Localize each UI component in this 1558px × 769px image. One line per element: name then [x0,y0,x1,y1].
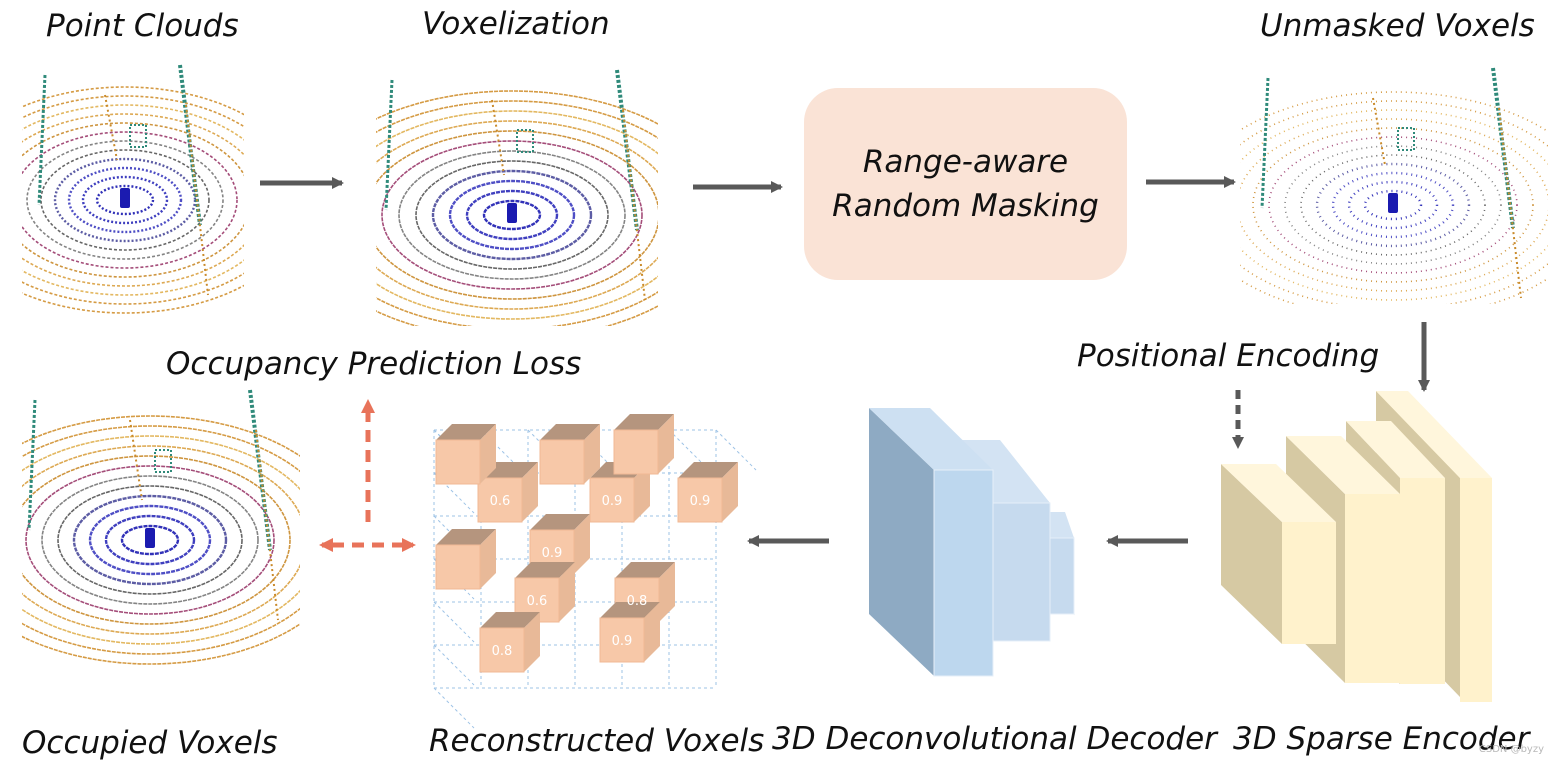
masking-label-line1: Range-aware [862,144,1069,180]
voxel-value: 0.8 [492,644,513,659]
voxel-value: 0.6 [527,594,548,609]
voxel-value: 0.9 [690,494,711,509]
voxel-value: 0.9 [542,546,563,561]
label-point-clouds: Point Clouds [46,8,239,44]
label-occupancy-loss: Occupancy Prediction Loss [166,346,582,382]
masking-box: Range-aware Random Masking [804,88,1127,280]
label-encoder: 3D Sparse Encoder [1233,721,1530,757]
voxelization-image [376,69,658,326]
point-cloud-image [22,64,244,314]
label-voxelization: Voxelization [422,6,610,42]
label-occupied-voxels: Occupied Voxels [22,725,278,761]
label-unmasked-voxels: Unmasked Voxels [1260,8,1535,44]
voxel-value: 0.9 [602,494,623,509]
label-decoder: 3D Deconvolutional Decoder [772,721,1217,757]
occupied-voxels-image [22,389,300,665]
unmasked-voxels-image [1240,67,1548,304]
label-reconstructed-voxels: Reconstructed Voxels [429,723,765,759]
voxel-value: 0.6 [490,494,511,509]
label-positional-encoding: Positional Encoding [1077,338,1380,374]
decoder-blocks [869,408,1075,677]
voxel-value: 0.8 [627,594,648,609]
voxel-value: 0.9 [612,634,633,649]
reconstructed-voxel-cube: 0.6 0.9 0.9 0.9 0.6 0.8 0.8 0.9 [433,414,757,729]
encoder-blocks [1221,391,1492,702]
watermark: CSDN @byzy [1478,744,1544,755]
masking-label-line2: Random Masking [832,188,1099,224]
voxel-cubes: 0.6 0.9 0.9 0.9 0.6 0.8 0.8 0.9 [435,414,738,673]
